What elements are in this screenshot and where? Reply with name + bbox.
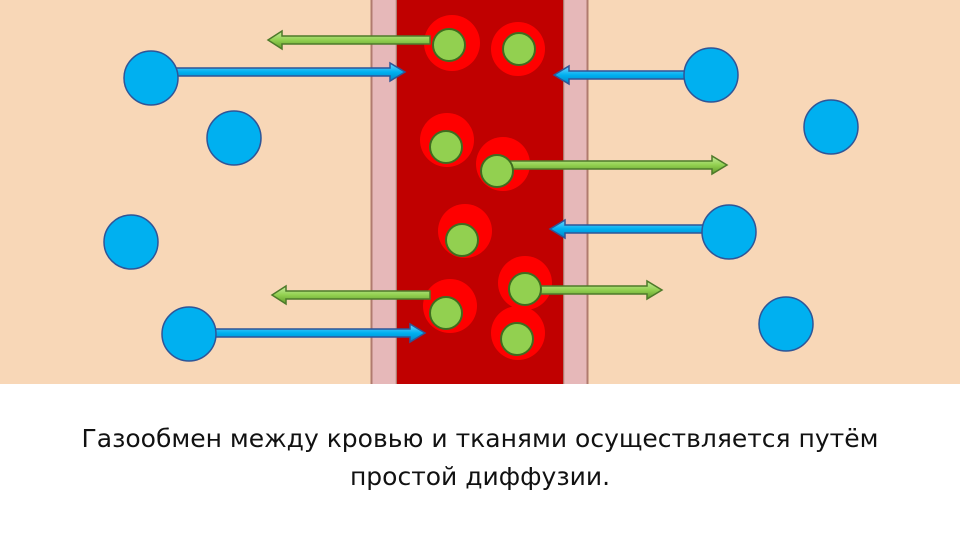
oxygen-molecule [502,32,536,66]
caption-line-1: Газообмен между кровью и тканями осущест… [81,424,879,453]
caption-line-2: простой диффузии. [349,462,611,491]
oxygen-molecule [480,154,514,188]
gas-exchange-diagram [0,0,960,384]
co2-molecule [123,50,179,106]
oxygen-arrow-mid-right [499,154,729,176]
co2-arrow-mid-right [548,218,709,240]
oxygen-arrow-low-left [270,284,431,306]
co2-molecule [103,214,159,270]
co2-molecule [161,306,217,362]
co2-arrow-low-left [213,322,427,344]
oxygen-arrow-low-right [539,279,664,301]
co2-molecule [803,99,859,155]
co2-molecule [206,110,262,166]
oxygen-molecule [429,130,463,164]
co2-molecules [103,47,859,362]
co2-arrow-top-right [552,64,691,86]
co2-molecule [758,296,814,352]
oxygen-molecule [445,223,479,257]
oxygen-molecule [429,296,463,330]
co2-arrow-top-left [175,61,407,83]
oxygen-arrow-top-left [266,29,431,51]
caption: Газообмен между кровью и тканями осущест… [40,420,920,496]
co2-molecule [701,204,757,260]
oxygen-molecules [429,28,542,356]
oxygen-molecule [500,322,534,356]
vessel-wall-left [370,0,398,384]
oxygen-molecule [432,28,466,62]
oxygen-molecule [508,272,542,306]
vessel-wall-right [562,0,589,384]
co2-molecule [683,47,739,103]
